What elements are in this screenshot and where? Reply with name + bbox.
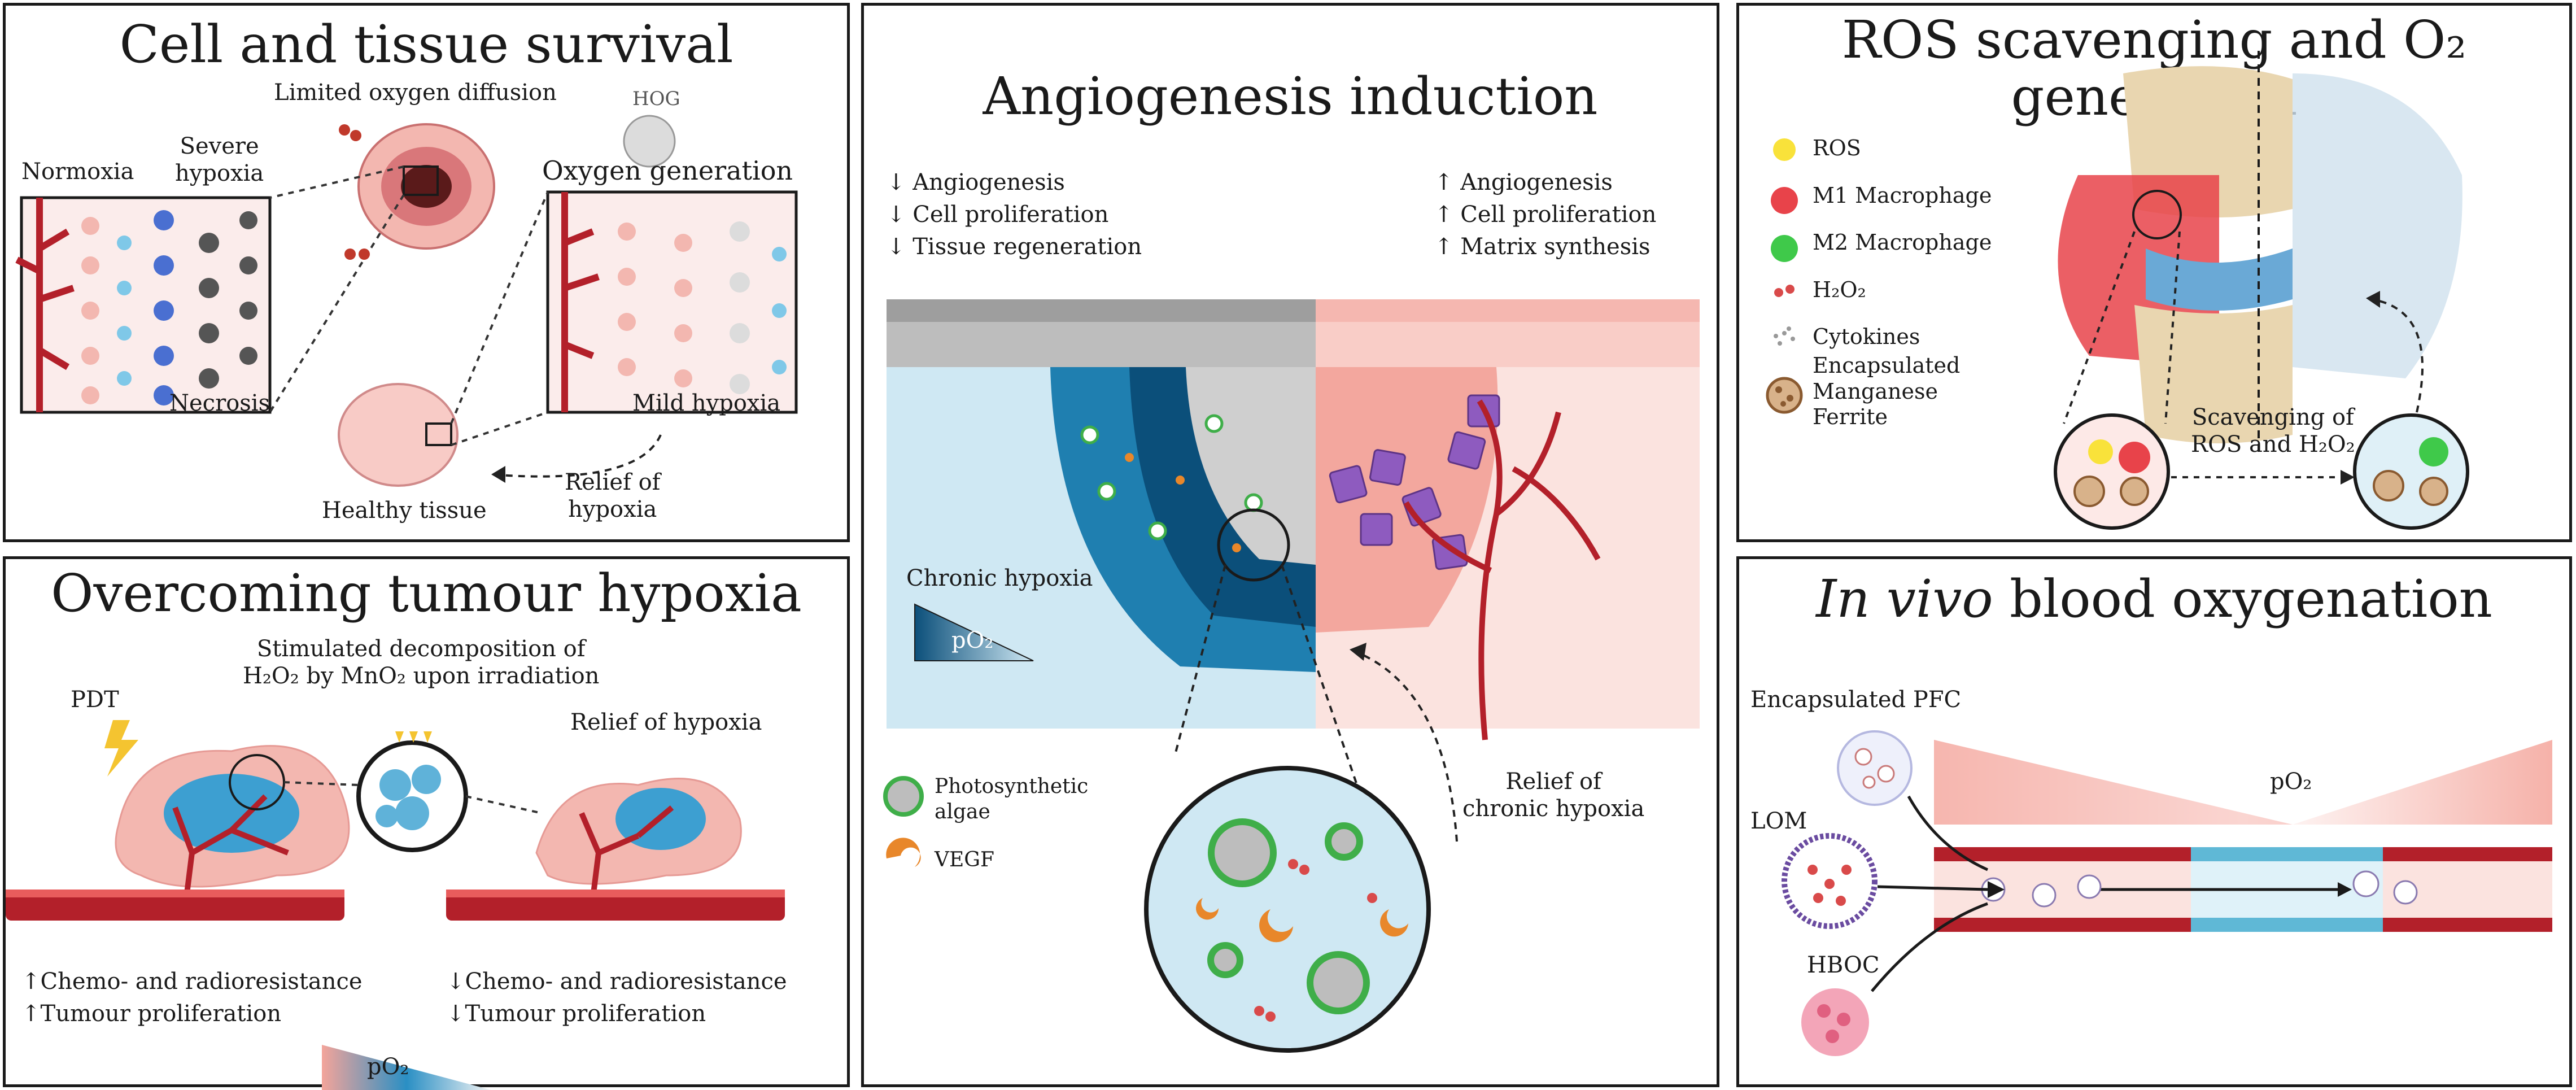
label-limited-oxygen: Limited oxygen diffusion	[274, 80, 557, 106]
panel-title: Overcoming tumour hypoxia	[51, 563, 802, 624]
panel-title: In vivo blood oxygenation	[1739, 570, 2569, 627]
tumour-left-list: ↑Chemo- and radioresistance ↑Tumour prol…	[21, 966, 363, 1030]
right-list-item: ↑ Angiogenesis	[1434, 169, 1613, 195]
left-list-item: ↑Tumour proliferation	[21, 1000, 282, 1027]
legend-algae-line1: Photosynthetic	[935, 775, 1089, 798]
label-relief-line1: Relief of	[1505, 769, 1601, 795]
legend-item-cytokines: Cytokines	[1813, 324, 1920, 350]
label-relief-line2: hypoxia	[568, 496, 657, 522]
angio-right-list: ↑ Angiogenesis ↑ Cell proliferation ↑ Ma…	[1434, 167, 1656, 263]
label-relief-of-hypoxia: Relief of hypoxia	[570, 709, 762, 735]
ros-illustration	[1766, 51, 2469, 530]
angiogenesis-illustration	[883, 299, 1700, 1053]
tumour-right-list: ↓Chemo- and radioresistance ↓Tumour prol…	[446, 966, 787, 1030]
panel-cell-survival: Cell and tissue survival	[3, 3, 850, 542]
label-po2-tumour: pO₂	[367, 1054, 409, 1080]
legend-encaps-line2: Manganese	[1813, 378, 1938, 404]
label-healthy-tissue: Healthy tissue	[322, 498, 487, 524]
label-severe: Severe	[180, 133, 259, 159]
label-hog: HOG	[632, 88, 680, 110]
label-relief-line1: Relief of	[565, 469, 661, 495]
label-scav-line1: Scavenging of	[2191, 404, 2354, 430]
label-stimulated: Stimulated decomposition of H₂O₂ by MnO₂…	[243, 635, 599, 690]
panel-blood-oxygenation: In vivo blood oxygenation	[1736, 556, 2572, 1087]
cell-survival-illustration	[15, 115, 798, 487]
legend-vegf: VEGF	[935, 848, 995, 871]
legend-algae: Photosynthetic algae	[935, 774, 1088, 825]
label-chronic-hypoxia: Chronic hypoxia	[906, 565, 1093, 591]
right-list-item: ↑ Matrix synthesis	[1434, 233, 1651, 260]
blood-illustration	[1782, 730, 2552, 1056]
legend-item-m1: M1 Macrophage	[1813, 182, 1992, 208]
legend-encaps-line1: Encapsulated	[1813, 353, 1961, 378]
title-italic: In vivo	[1816, 569, 1993, 629]
label-stimulated-line1: Stimulated decomposition of	[256, 636, 586, 662]
label-oxygen-generation: Oxygen generation	[542, 155, 793, 186]
panel-angiogenesis: Angiogenesis induction ↓ Angiogenesis ↓ …	[861, 3, 1719, 1087]
angio-left-list: ↓ Angiogenesis ↓ Cell proliferation ↓ Ti…	[887, 167, 1142, 263]
legend-item-h2o2: H₂O₂	[1813, 277, 1866, 302]
tumour-illustration	[6, 720, 785, 1090]
right-list-item: ↑ Cell proliferation	[1434, 201, 1657, 228]
label-relief-chronic: Relief of chronic hypoxia	[1462, 768, 1644, 822]
right-list-item: ↓Tumour proliferation	[446, 1000, 706, 1027]
right-list-item: ↓Chemo- and radioresistance	[446, 969, 787, 995]
legend-algae-line2: algae	[935, 800, 990, 823]
panel-title: Angiogenesis induction	[983, 66, 1598, 127]
label-necrosis: Necrosis	[169, 390, 270, 416]
label-scavenging: Scavenging of ROS and H₂O₂	[2191, 404, 2355, 458]
label-po2-angio: pO₂	[951, 627, 994, 653]
label-stimulated-line2: H₂O₂ by MnO₂ upon irradiation	[243, 663, 600, 689]
left-list-item: ↓ Angiogenesis	[887, 169, 1065, 195]
label-relief-line2: chronic hypoxia	[1462, 796, 1645, 822]
label-normoxia: Normoxia	[21, 159, 134, 185]
label-hypoxia: hypoxia	[175, 160, 264, 186]
left-list-item: ↑Chemo- and radioresistance	[21, 969, 363, 995]
label-mild-hypoxia: Mild hypoxia	[632, 390, 781, 416]
left-list-item: ↓ Tissue regeneration	[887, 233, 1142, 260]
label-relief-hypoxia: Relief of hypoxia	[565, 469, 660, 523]
title-rest: blood oxygenation	[1993, 569, 2492, 629]
panel-tumour-hypoxia: Overcoming tumour hypoxia PDT	[3, 556, 850, 1090]
label-severe-hypoxia: Severe hypoxia	[175, 133, 264, 187]
legend-encapsulated: Encapsulated Manganese Ferrite	[1813, 353, 1960, 430]
label-pdt: PDT	[71, 687, 119, 713]
panel-ros-scavenging: ROS scavenging and O₂ generation	[1736, 3, 2572, 542]
label-po2-blood: pO₂	[2270, 769, 2312, 795]
legend-item-ros: ROS	[1813, 136, 1861, 160]
label-hboc: HBOC	[1807, 952, 1880, 978]
legend-list: ROS M1 Macrophage M2 Macrophage H₂O₂ Cyt…	[1813, 136, 1992, 350]
legend-encaps-line3: Ferrite	[1813, 404, 1888, 430]
left-list-item: ↓ Cell proliferation	[887, 201, 1109, 228]
label-scav-line2: ROS and H₂O₂	[2191, 431, 2355, 457]
panel-title: Cell and tissue survival	[119, 14, 733, 75]
legend-item-m2: M2 Macrophage	[1813, 230, 1992, 255]
label-lom: LOM	[1750, 808, 1807, 834]
label-encapsulated-pfc: Encapsulated PFC	[1750, 687, 1962, 713]
